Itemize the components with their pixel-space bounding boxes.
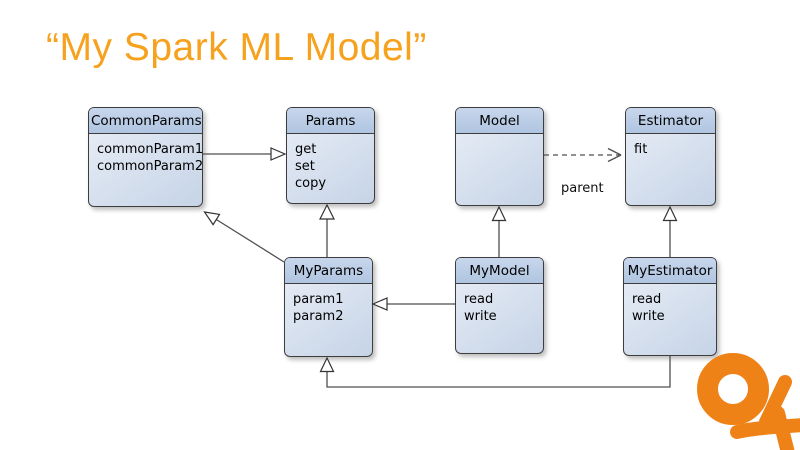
class-member: set <box>295 159 315 174</box>
class-title: Estimator <box>626 108 715 134</box>
class-title: MyParams <box>285 258 372 284</box>
class-box-model: Model <box>455 107 544 206</box>
class-member: param1 <box>293 292 344 307</box>
class-box-params: Params get set copy <box>286 107 375 204</box>
arrow-myestimator-to-myparams <box>319 356 671 388</box>
page-title: “My Spark ML Model” <box>46 26 427 69</box>
arrow-mymodel-to-model <box>491 205 507 257</box>
class-member: param2 <box>293 309 344 324</box>
class-member: read <box>632 292 662 307</box>
class-title: Model <box>456 108 543 134</box>
class-title: MyModel <box>456 258 543 284</box>
class-box-myestimator: MyEstimator read write <box>623 257 717 356</box>
class-member: copy <box>295 176 327 191</box>
class-title: Params <box>287 108 374 134</box>
class-member: fit <box>634 142 648 157</box>
class-member: write <box>632 309 665 324</box>
arrow-mymodel-to-myparams <box>371 297 455 311</box>
class-box-myparams: MyParams param1 param2 <box>284 257 373 357</box>
arrow-commonparams-to-params <box>203 147 287 161</box>
class-box-commonparams: CommonParams commonParam1 commonParam2 <box>88 107 203 207</box>
class-member: commonParam2 <box>97 159 204 174</box>
arrow-myparams-to-params <box>319 203 335 257</box>
arrow-myestimator-to-estimator <box>662 205 678 257</box>
ok-logo-icon <box>697 353 800 450</box>
arrow-model-to-estimator-dashed <box>544 147 622 163</box>
class-member: commonParam1 <box>97 142 204 157</box>
arrow-myparams-to-commonparams <box>203 211 285 263</box>
class-box-mymodel: MyModel read write <box>455 257 544 354</box>
class-box-estimator: Estimator fit <box>625 107 716 206</box>
class-member: read <box>464 292 494 307</box>
class-title: MyEstimator <box>624 258 716 284</box>
relation-label-parent: parent <box>561 181 604 196</box>
class-member: write <box>464 309 497 324</box>
class-member: get <box>295 142 317 157</box>
class-title: CommonParams <box>89 108 202 134</box>
